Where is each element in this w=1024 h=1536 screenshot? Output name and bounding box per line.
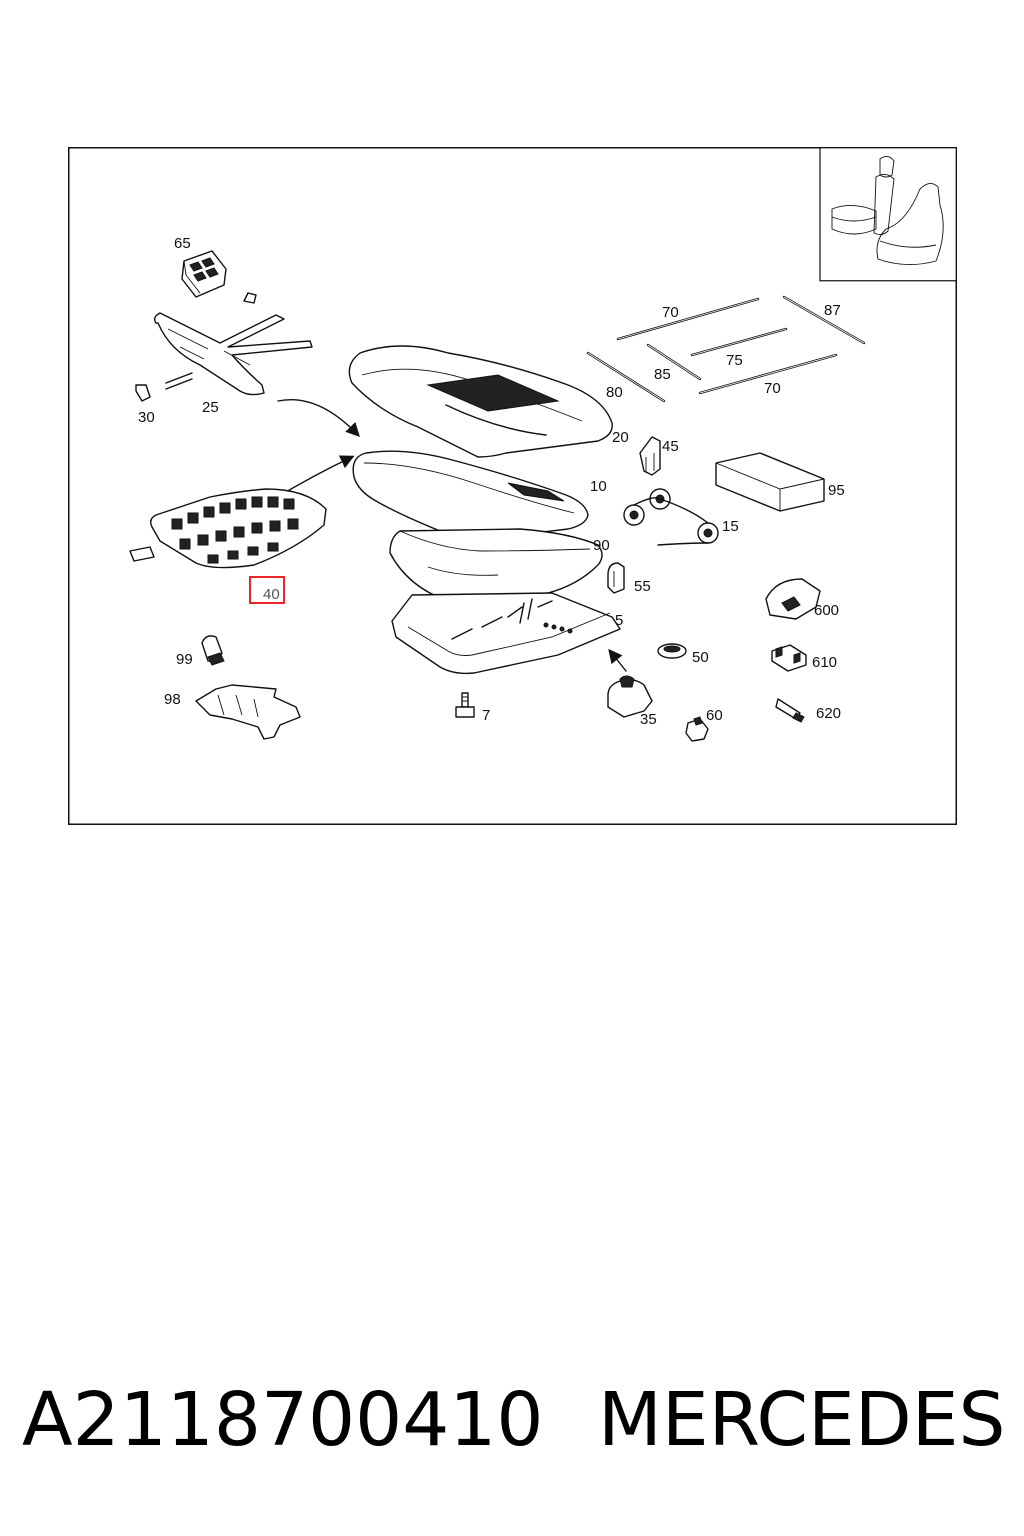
callout-65: 65 (174, 235, 191, 252)
callout-87: 87 (824, 302, 841, 319)
callout-35: 35 (640, 711, 657, 728)
clip-620 (775, 698, 805, 723)
callout-7: 7 (482, 707, 490, 724)
clip-55 (607, 562, 625, 594)
callout-60: 60 (706, 707, 723, 724)
switch-block-65 (181, 250, 227, 298)
callout-99: 99 (176, 651, 193, 668)
callout-600: 600 (814, 602, 839, 619)
callout-10: 10 (590, 478, 607, 495)
callout-15: 15 (722, 518, 739, 535)
heating-mat-40 (129, 488, 327, 569)
seat-pan-5 (391, 592, 621, 675)
callout-45: 45 (662, 438, 679, 455)
cushion-10 (352, 450, 589, 541)
callout-55: 55 (634, 578, 651, 595)
callout-620: 620 (816, 705, 841, 722)
callout-75: 75 (726, 352, 743, 369)
frame-rail-25 (153, 292, 313, 396)
seat-location-inset (819, 147, 957, 282)
exploded-view-svg: 65 30 25 40 99 98 20 10 90 5 7 35 70 87 … (68, 147, 957, 825)
seat-cover-20 (348, 345, 613, 458)
plug-60 (685, 716, 709, 742)
brand-name: MERCEDES (598, 1377, 1006, 1463)
clip-45 (639, 436, 661, 476)
footer: A2118700410 MERCEDES (0, 1370, 1024, 1470)
connector-99 (201, 635, 225, 666)
callout-70-top: 70 (662, 304, 679, 321)
callout-40: 40 (263, 586, 280, 603)
callout-85: 85 (654, 366, 671, 383)
part-number: A2118700410 (22, 1377, 544, 1463)
callout-98: 98 (164, 691, 181, 708)
clip-30 (135, 384, 151, 402)
bracket-98 (195, 684, 301, 740)
callout-70-bottom: 70 (764, 380, 781, 397)
wiring-harness-15 (623, 488, 719, 546)
pad-95 (715, 452, 825, 512)
callout-labels: 65 30 25 40 99 98 20 10 90 5 7 35 70 87 … (138, 235, 845, 728)
springs-rods (586, 295, 866, 403)
foam-90 (389, 528, 603, 602)
connector-610 (771, 644, 807, 672)
bolt-7 (455, 692, 475, 718)
callout-25: 25 (202, 399, 219, 416)
callout-30: 30 (138, 409, 155, 426)
callout-80: 80 (606, 384, 623, 401)
callout-90: 90 (593, 537, 610, 554)
parts-diagram: 65 30 25 40 99 98 20 10 90 5 7 35 70 87 … (68, 147, 957, 825)
adjuster-knob-35 (607, 648, 653, 718)
highlight-box-40 (249, 576, 285, 604)
callout-50: 50 (692, 649, 709, 666)
callout-5: 5 (615, 612, 623, 629)
arrow-frame-to-cushion (277, 399, 360, 438)
callout-20: 20 (612, 429, 629, 446)
bracket-600 (765, 578, 821, 620)
callout-95: 95 (828, 482, 845, 499)
grommet-50 (657, 643, 687, 659)
callout-610: 610 (812, 654, 837, 671)
